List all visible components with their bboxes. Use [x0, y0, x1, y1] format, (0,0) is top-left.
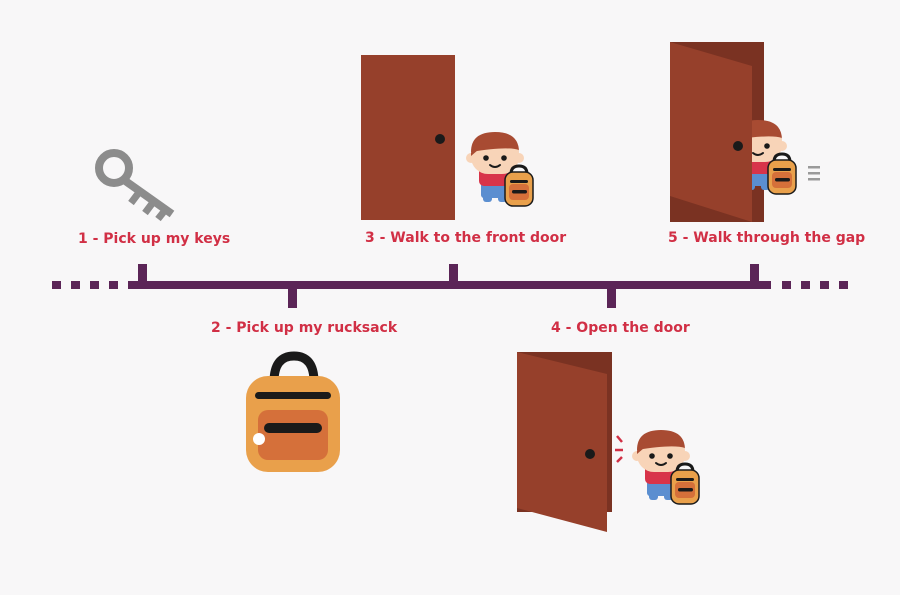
tick-step-5: [750, 264, 759, 284]
timeline: [52, 264, 848, 308]
step-2-label: 2 - Pick up my rucksack: [211, 320, 398, 336]
step-1-label: 1 - Pick up my keys: [78, 231, 231, 247]
child-figure-step-3: [464, 130, 535, 208]
door-wide-open-icon: [670, 42, 820, 222]
child-figure-step-4: [630, 428, 701, 506]
tick-step-2: [288, 286, 297, 308]
tick-step-4: [607, 286, 616, 308]
tick-step-3: [449, 264, 458, 284]
step-5-label: 5 - Walk through the gap: [668, 230, 866, 246]
step-3-label: 3 - Walk to the front door: [365, 230, 567, 246]
step-4-label: 4 - Open the door: [551, 320, 690, 336]
key-icon: [95, 149, 175, 222]
door-closed-icon: [361, 55, 455, 220]
tick-step-1: [138, 264, 147, 284]
door-open-icon: [517, 352, 623, 532]
backpack-icon: [246, 351, 340, 472]
